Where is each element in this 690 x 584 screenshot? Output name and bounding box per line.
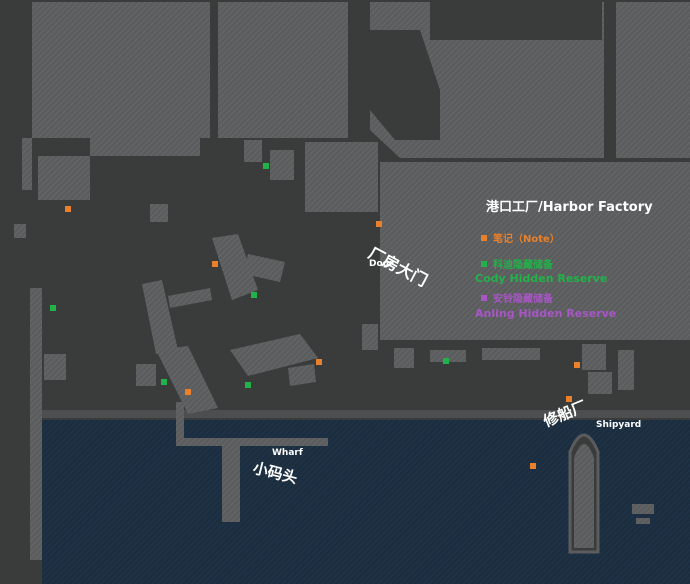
crate [244,140,262,162]
legend-note-label: 笔记（Note） [493,234,560,245]
warehouse-center [212,234,258,300]
crate [582,344,606,370]
west-edge-strip [22,138,32,190]
legend-title: 港口工厂/Harbor Factory [486,200,653,215]
note-marker[interactable] [376,221,382,227]
crate [44,354,66,380]
cody-marker[interactable] [263,163,269,169]
west-pier-strip [30,288,42,560]
cody-marker[interactable] [161,379,167,385]
anling-legend-icon [481,294,487,301]
crate [136,364,156,386]
legend-anling-cn: 安铃隐藏储备 [493,294,553,305]
note-marker[interactable] [566,396,572,402]
cody-marker[interactable] [50,305,56,311]
crate [632,504,654,514]
legend-anling: 安铃隐藏储备 [481,290,553,305]
boat-deck [574,444,594,548]
legend-cody: 科迪隐藏储备 [481,256,553,271]
note-marker[interactable] [65,206,71,212]
note-marker[interactable] [316,359,322,365]
building-north-notch [370,30,440,140]
door-label-en: Door [369,259,394,269]
crate [482,348,540,360]
connector-west [168,288,212,308]
crate [270,150,294,180]
cody-marker[interactable] [251,292,257,298]
warehouse-south [156,346,218,414]
shipyard-label-en: Shipyard [596,420,642,430]
warehouse-center-side [244,254,285,282]
building-north-strip [90,132,200,156]
hangar-south [230,334,318,376]
crate [618,350,634,390]
crate [430,350,466,362]
shed-south [288,364,316,386]
note-legend-icon [481,234,487,241]
legend-cody-cn: 科迪隐藏储备 [493,260,553,271]
crate [636,518,650,524]
cody-marker[interactable] [443,358,449,364]
building-west [38,156,90,200]
crate [394,348,414,368]
note-marker[interactable] [185,389,191,395]
factory-annex [305,142,378,212]
quay-edge [40,410,690,418]
note-marker[interactable] [574,362,580,368]
legend-note: 笔记（Note） [481,230,560,245]
building-far-east [616,2,690,158]
wharf-label-en: Wharf [272,448,303,458]
crate [362,324,378,350]
note-marker[interactable] [212,261,218,267]
legend-cody-en: Cody Hidden Reserve [475,272,608,285]
factory-building [380,162,690,340]
crate [14,224,26,238]
building-northwest [32,2,210,138]
cody-marker[interactable] [245,382,251,388]
harbor-water [42,420,690,584]
crate [588,372,612,394]
cody-legend-icon [481,260,487,267]
warehouse-southwest [142,280,178,354]
legend-anling-en: Anling Hidden Reserve [475,307,617,320]
note-marker[interactable] [530,463,536,469]
crate [150,204,168,222]
building-north-center [218,2,348,138]
